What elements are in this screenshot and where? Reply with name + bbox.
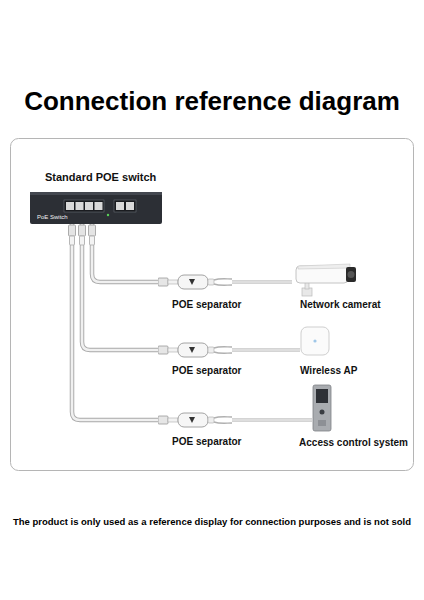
panel-button [320, 410, 325, 415]
camera-lens [348, 271, 355, 278]
access-control-panel: Access control system [312, 384, 332, 432]
panel-reader [318, 420, 326, 426]
network-camera: Network camerat [292, 258, 358, 298]
cable-outline [232, 280, 292, 283]
cable-outline [72, 224, 158, 420]
uplink-port [116, 202, 124, 210]
diagram-caption: The product is only used as a reference … [4, 516, 420, 528]
cable-stub [168, 280, 178, 284]
dc-lead [214, 417, 232, 418]
switch-top-edge [30, 192, 162, 195]
diagram-panel [11, 139, 414, 471]
device-label: Wireless AP [300, 365, 357, 377]
dc-lead [214, 279, 232, 280]
switch-heading: Standard POE switch [45, 171, 156, 184]
ethernet-port [76, 202, 84, 210]
plug-boot [70, 236, 75, 245]
dc-lead [214, 347, 232, 348]
separator-logo [189, 279, 195, 285]
ap-body [301, 327, 329, 355]
network-cable [232, 419, 312, 421]
separator-logo [189, 417, 195, 423]
access-control-panel-picture [312, 384, 332, 432]
rj45-plug [158, 416, 168, 424]
poe-separator: POE separator [158, 270, 232, 294]
network-cable [92, 224, 158, 282]
cable-outline [232, 348, 300, 351]
cable-outline [82, 224, 158, 350]
uplink-block [114, 200, 136, 212]
uplink-port [126, 202, 134, 210]
network-cable [82, 224, 158, 350]
cable-stub [168, 348, 178, 352]
rj45-plug [79, 225, 86, 236]
network-cable [232, 349, 300, 351]
device-label: Access control system [299, 437, 408, 449]
poe-separator: POE separator [158, 408, 232, 432]
poe-separator-picture [158, 408, 232, 432]
part-label: POE separator [172, 299, 241, 311]
camera-hood [298, 264, 350, 269]
separator-body [178, 343, 208, 357]
data-lead [214, 352, 232, 353]
port-block [64, 200, 104, 212]
switch-body [30, 192, 162, 224]
cable-outline [92, 224, 158, 282]
status-led [107, 214, 109, 216]
panel-body [313, 385, 331, 431]
network-cable [232, 281, 292, 283]
device-label: Network camerat [300, 299, 381, 311]
device-label: PoE Switch [37, 214, 68, 221]
wireless-ap-picture [300, 326, 330, 356]
separator-tail [208, 417, 214, 423]
panel-screen [316, 389, 328, 403]
rj45-plug [158, 346, 168, 354]
ap-led [313, 339, 316, 342]
data-lead [214, 422, 232, 423]
separator-body [178, 275, 208, 289]
rj45-plug [69, 225, 76, 236]
camera-front [346, 267, 356, 282]
plug-boot [90, 236, 95, 245]
separator-tail [208, 347, 214, 353]
rj45-plug [89, 225, 96, 236]
separator-tail [208, 279, 214, 285]
poe-separator: POE separator [158, 338, 232, 362]
poe-switch: Standard POE switchPoE Switch [30, 192, 162, 224]
data-lead [214, 284, 232, 285]
separator-body [178, 413, 208, 427]
plug-boot [80, 236, 85, 245]
diagram-title: Connection reference diagram [6, 86, 418, 117]
part-label: POE separator [172, 436, 241, 448]
network-camera-picture [292, 258, 358, 298]
cable-outline [232, 418, 312, 421]
ethernet-plugs [69, 225, 96, 245]
separator-logo [189, 347, 195, 353]
ethernet-port [66, 202, 74, 210]
network-cable [72, 224, 158, 420]
cable-stub [168, 418, 178, 422]
rj45-plug [158, 278, 168, 286]
poe-separator-picture [158, 338, 232, 362]
ethernet-port [95, 202, 103, 210]
ethernet-port [85, 202, 93, 210]
poe-separator-picture [158, 270, 232, 294]
part-label: POE separator [172, 365, 241, 377]
wireless-ap: Wireless AP [300, 326, 330, 356]
